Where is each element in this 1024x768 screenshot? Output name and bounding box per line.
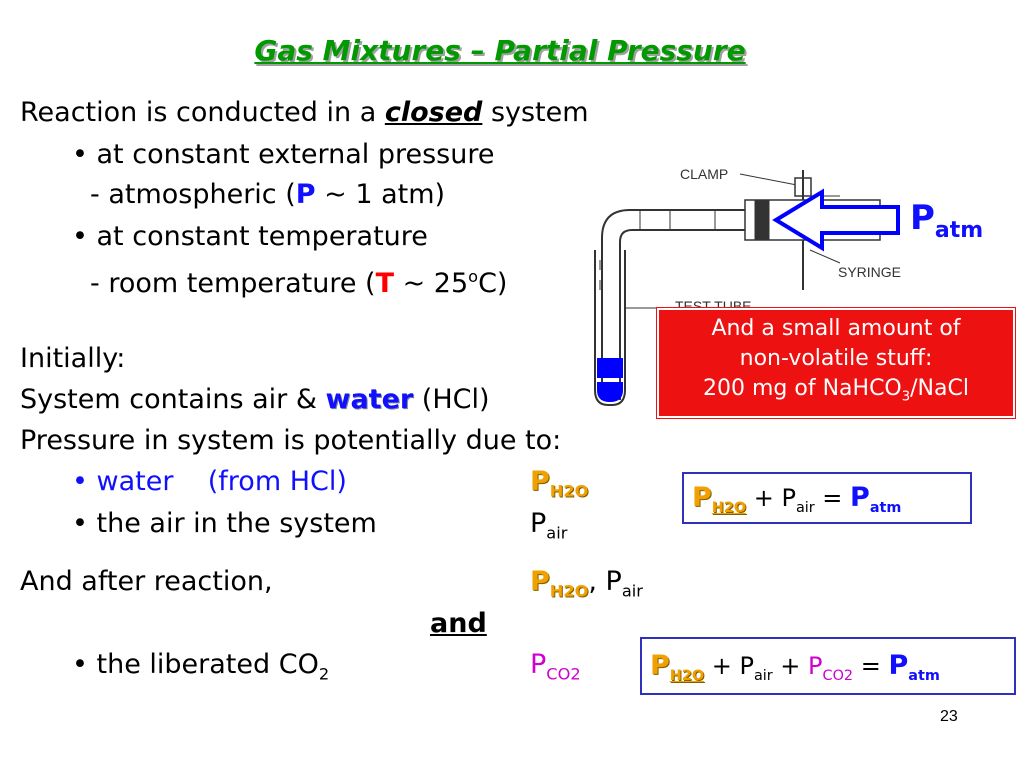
- and-word: and: [430, 608, 487, 639]
- apparatus-diagram: CLAMP TEST TUBE SYRINGE: [594, 166, 901, 406]
- after-reaction-label: And after reaction,: [20, 566, 273, 597]
- initially-heading: Initially:: [20, 343, 126, 374]
- note-line-3: 200 mg of NaHCO3/NaCl: [703, 376, 969, 405]
- p-air-symbol: Pair: [530, 508, 568, 543]
- air-item: • the air in the system: [72, 508, 377, 539]
- syringe-label: SYRINGE: [838, 264, 901, 280]
- patm-label: Patm: [910, 198, 984, 243]
- test-tube-icon: [594, 250, 626, 406]
- potential-pressure-line: Pressure in system is potentially due to…: [20, 425, 562, 456]
- water-item: • water (from HCl): [72, 466, 347, 497]
- intro-line: Reaction is conducted in a closed system: [20, 97, 589, 128]
- nonvolatile-note: And a small amount of non-volatile stuff…: [656, 306, 1016, 420]
- after-reaction-pressures: PH2O, Pair: [530, 566, 643, 601]
- atmospheric-line: - atmospheric (P ~ 1 atm): [90, 179, 446, 210]
- equation-box-2: PH2O + Pair + PCO2 = Patm: [640, 637, 1016, 695]
- co2-item: • the liberated CO2: [72, 649, 330, 684]
- slide-title: Gas Mixtures – Partial Pressure: [254, 34, 746, 67]
- p-co2-symbol: PCO2: [530, 649, 581, 684]
- system-contains-line: System contains air & water (HCl): [20, 384, 490, 415]
- temperature-condition: • at constant temperature: [72, 221, 428, 252]
- p-h2o-symbol: PH2O: [530, 466, 589, 501]
- room-temperature-line: - room temperature (T ~ 25oC): [90, 267, 508, 299]
- clamp-label: CLAMP: [680, 166, 728, 182]
- note-line-2: non-volatile stuff:: [739, 346, 933, 371]
- pressure-condition: • at constant external pressure: [72, 139, 495, 170]
- equation-box-1: PH2O + Pair = Patm: [682, 472, 972, 524]
- page-number: 23: [940, 708, 958, 725]
- note-line-1: And a small amount of: [711, 316, 961, 341]
- pressure-arrow-icon: [772, 188, 900, 252]
